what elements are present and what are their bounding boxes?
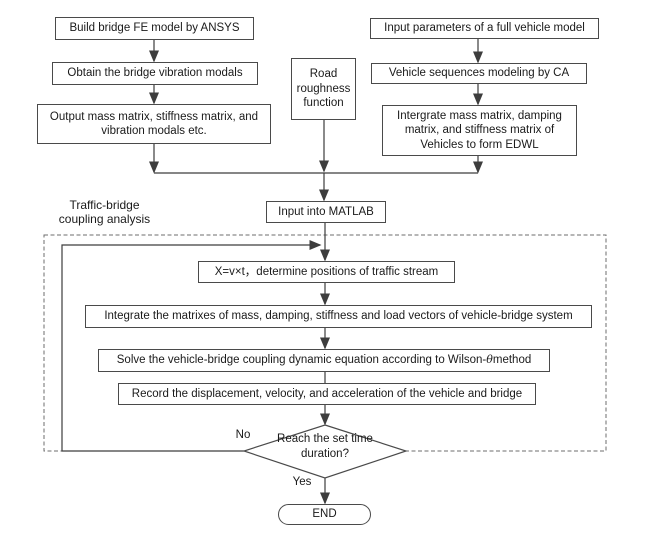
node-record-responses: Record the displacement, velocity, and a… xyxy=(118,383,536,405)
node-solve-coupling-equation: Solve the vehicle-bridge coupling dynami… xyxy=(98,349,550,372)
edge-no-loop xyxy=(61,240,322,452)
decision-diamond xyxy=(242,424,408,479)
node-vehicle-parameters: Input parameters of a full vehicle model xyxy=(370,18,599,39)
node-obtain-vibration-modals: Obtain the bridge vibration modals xyxy=(52,62,258,85)
node-end-terminator: END xyxy=(278,504,371,525)
node-determine-positions: X=v×t，determine positions of traffic str… xyxy=(198,261,455,283)
node-vehicle-sequences: Vehicle sequences modeling by CA xyxy=(371,63,587,84)
node-build-bridge-model: Build bridge FE model by ANSYS xyxy=(55,17,254,40)
yes-branch-label: Yes xyxy=(292,476,312,488)
node-road-roughness: Road roughness function xyxy=(291,58,356,120)
decision-label: Reach the set time duration? xyxy=(277,433,373,460)
theta-symbol: θ xyxy=(486,352,493,366)
node-integrate-vehicle-matrices: Intergrate mass matrix, damping matrix, … xyxy=(382,105,577,156)
no-branch-label: No xyxy=(235,429,251,441)
solve-label-pre: Solve the vehicle-bridge coupling dynami… xyxy=(116,354,487,367)
node-output-matrices: Output mass matrix, stiffness matrix, an… xyxy=(37,104,271,144)
solve-label-post: method xyxy=(492,354,532,367)
node-integrate-system-matrices: Integrate the matrixes of mass, damping,… xyxy=(85,305,592,328)
node-input-into-matlab: Input into MATLAB xyxy=(266,201,386,223)
group-label-coupling-analysis: Traffic-bridge coupling analysis xyxy=(58,198,151,226)
